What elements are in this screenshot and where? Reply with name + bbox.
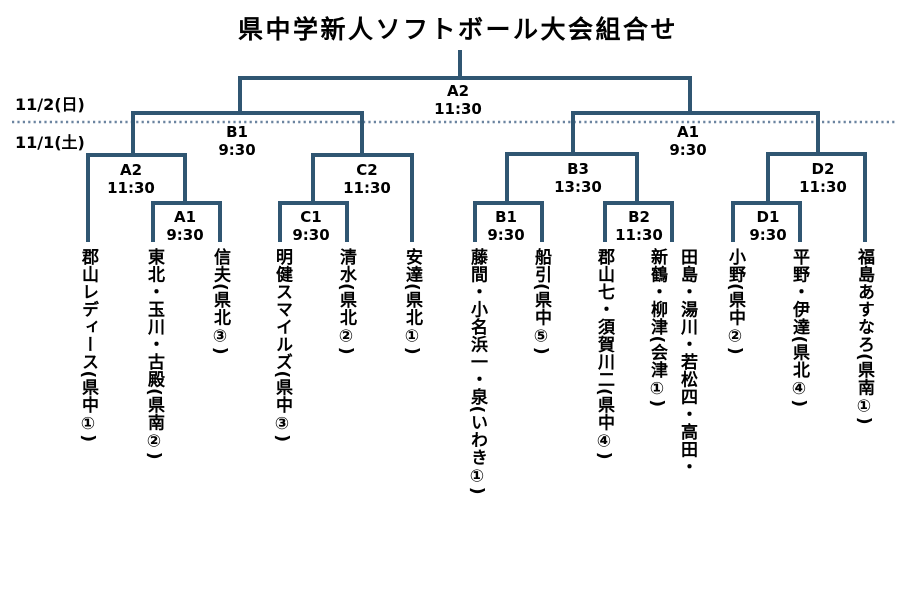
team-tohoku-tamakawa-furudono: 東北・玉川・古殿(県南②)	[144, 248, 164, 461]
match-time: 11:30	[799, 178, 847, 196]
connector-qf-b3	[505, 152, 639, 205]
connector-r1-b1	[473, 201, 544, 242]
match-code: D1	[756, 208, 780, 226]
match-label-qf-c2: C2 11:30	[343, 161, 391, 197]
team-ono: 小野(県中②)	[725, 248, 745, 356]
match-time: 11:30	[343, 179, 391, 197]
match-label-semi-left: B1 9:30	[218, 123, 255, 159]
match-time: 11:30	[107, 179, 155, 197]
match-label-r1-b1: B1 9:30	[487, 208, 524, 244]
team-funehiki: 船引(県中⑤)	[531, 248, 551, 356]
team-shimizu: 清水(県北②)	[336, 248, 356, 356]
connector-final	[238, 76, 692, 113]
connector-r1-b2	[603, 201, 674, 242]
match-code: D2	[811, 160, 835, 178]
match-label-qf-b3: B3 13:30	[554, 160, 602, 196]
connector-semi-right	[571, 111, 820, 156]
connector-qf-c2	[311, 153, 414, 242]
connector-r1-c1	[278, 201, 349, 242]
match-code: B1	[226, 123, 248, 141]
team-koriyama-ladies: 郡山レディース(県中①)	[78, 248, 98, 443]
team-meiken-smiles: 明健スマイルズ(県中③)	[272, 248, 292, 443]
team-hirano-date: 平野・伊達(県北④)	[789, 248, 809, 408]
match-label-r1-a1: A1 9:30	[166, 208, 203, 244]
match-time: 9:30	[487, 226, 525, 244]
match-time: 11:30	[434, 100, 482, 118]
match-time: 9:30	[218, 141, 256, 159]
connector-qf-a2	[86, 153, 187, 242]
match-time: 13:30	[554, 178, 602, 196]
match-time: 9:30	[749, 226, 787, 244]
match-label-r1-c1: C1 9:30	[292, 208, 329, 244]
match-time: 11:30	[615, 226, 663, 244]
match-time: 9:30	[166, 226, 204, 244]
connector-qf-d2	[766, 152, 867, 242]
match-label-semi-right: A1 9:30	[669, 123, 706, 159]
team-shinobu: 信夫(県北③)	[210, 248, 230, 356]
date-label-day2: 11/2(日)	[15, 95, 85, 114]
match-label-qf-a2: A2 11:30	[107, 161, 155, 197]
match-time: 9:30	[292, 226, 330, 244]
team-fujima-onahama-izumi: 藤間・小名浜一・泉(いわき①)	[467, 248, 487, 496]
match-code: A2	[446, 82, 470, 100]
match-code: C1	[300, 208, 322, 226]
connector-r1-a1	[151, 201, 222, 242]
connector-r1-d1	[731, 201, 802, 242]
match-label-final: A2 11:30	[434, 82, 482, 118]
match-code: B1	[495, 208, 517, 226]
team-tajima-yugawa-wakamatsu4: 田島・湯川・若松四・高田・ 新鶴・柳津(会津①)	[647, 248, 697, 476]
match-code: A1	[676, 123, 700, 141]
match-label-r1-d1: D1 9:30	[749, 208, 786, 244]
match-code: B3	[567, 160, 589, 178]
match-code: C2	[356, 161, 378, 179]
team-koriyama7-sukagawa2: 郡山七・須賀川二(県中④)	[594, 248, 614, 461]
team-fukushima-asunaro: 福島あすなろ(県南①)	[854, 248, 874, 426]
match-code: A1	[173, 208, 197, 226]
match-code: A2	[119, 161, 143, 179]
match-time: 9:30	[669, 141, 707, 159]
date-label-day1: 11/1(土)	[15, 133, 85, 152]
match-label-r1-b2: B2 11:30	[615, 208, 663, 244]
page-title: 県中学新人ソフトボール大会組合せ	[237, 15, 679, 44]
connector-semi-left	[131, 111, 364, 157]
match-code: B2	[628, 208, 650, 226]
team-adachi: 安達(県北①)	[402, 248, 422, 356]
match-label-qf-d2: D2 11:30	[799, 160, 847, 196]
